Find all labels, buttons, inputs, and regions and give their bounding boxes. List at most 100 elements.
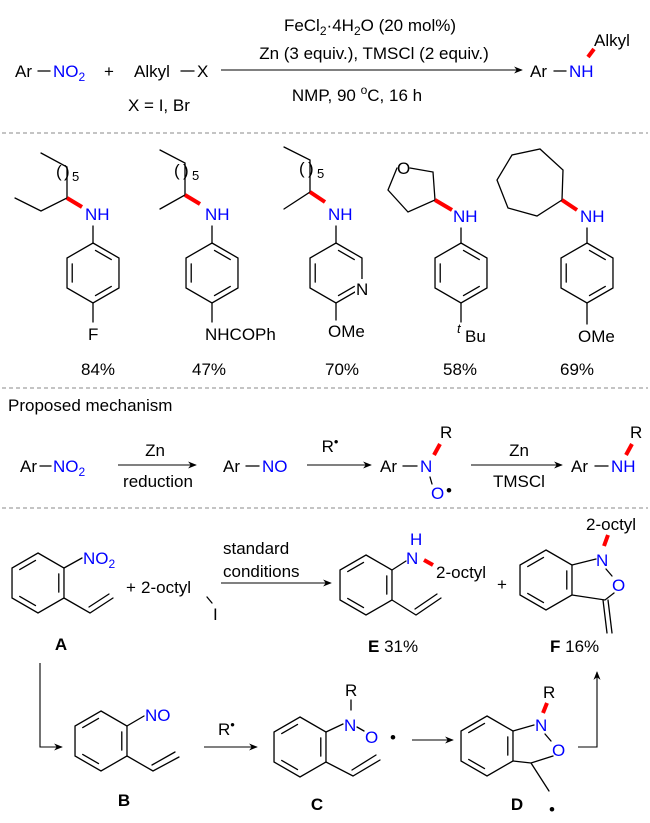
repeat-bracket-open: ( [299, 159, 305, 178]
plus-sign: + [497, 575, 507, 594]
condition-label: standard [223, 539, 289, 558]
r-group: R [440, 423, 452, 442]
repeat-bracket-open: ( [56, 162, 62, 181]
reactant-ar: Ar [15, 62, 32, 81]
r-group: R [345, 681, 357, 700]
product-nh: NH [569, 62, 594, 81]
alkyl-radical: R• [218, 717, 235, 739]
compound-d: N R O • D [460, 683, 565, 819]
reagent-label: TMSCl [493, 472, 545, 491]
repeat-count: 5 [72, 169, 79, 184]
new-cn-bond [560, 198, 579, 212]
nitrogen-label: N [406, 549, 418, 568]
new-cn-bond [433, 198, 454, 212]
compound-label: D [511, 795, 523, 814]
radical-dot: • [446, 481, 452, 500]
new-cn-bond [586, 47, 596, 59]
nh-label: NH [205, 205, 230, 224]
new-cn-bond [423, 558, 434, 567]
nh-label: NH [580, 207, 605, 226]
tetrahydrofuran-ring [387, 167, 436, 213]
compound-b: NO B [74, 706, 180, 810]
alkyl-chain [283, 146, 311, 210]
ar-label: Ar [20, 457, 37, 476]
substrate-2: ( ) 5 NH NHCOPh 47% [159, 149, 276, 379]
alkyl-label: Alkyl [134, 62, 170, 81]
pathway-arrow [578, 671, 601, 748]
repeat-count: 5 [317, 166, 324, 181]
nh-label: NH [85, 205, 110, 224]
substrate-1: ( ) 5 NH F 84% [14, 152, 120, 379]
benzene-ring [273, 716, 327, 778]
repeat-bracket-close: ) [308, 159, 314, 178]
reagent-label: Zn [509, 441, 529, 460]
benzene-ring [185, 242, 239, 304]
nitrogen-label: N [420, 457, 432, 476]
solvent-condition: NMP, 90 oC, 16 h [292, 83, 422, 105]
benzene-ring [339, 554, 393, 616]
ar-label: Ar [223, 457, 240, 476]
ring-nitrogen: N [356, 280, 368, 299]
new-cn-bond [183, 193, 202, 206]
compound-e: N H 2-octyl E 31% [339, 530, 486, 656]
radical-dot: • [390, 728, 396, 747]
yield-label: 47% [192, 360, 226, 379]
radical-clock-experiment: NO2 A + 2-octyl I standard conditions N … [11, 515, 636, 819]
benzene-ring [460, 715, 514, 777]
benzene-ring [74, 710, 128, 772]
halide-x: X [197, 62, 208, 81]
nh-label: NH [328, 205, 353, 224]
condition-label: conditions [223, 562, 300, 581]
general-scheme: Ar NO2 + Alkyl X X = I, Br FeCl2·4H2O (2… [15, 16, 630, 115]
proposed-mechanism: Proposed mechanism Ar NO2 Zn reduction A… [8, 396, 642, 503]
plus-sign: + [126, 578, 136, 597]
ring-oxygen: O [397, 159, 410, 178]
new-cn-bond [308, 190, 327, 204]
repeat-bracket-open: ( [174, 161, 180, 180]
r-group: R [630, 423, 642, 442]
compound-yield: E 31% [368, 637, 418, 656]
reagent-label: Zn [145, 441, 165, 460]
pyridine-ring [309, 242, 363, 304]
yield-label: 84% [81, 360, 115, 379]
para-substituent: OMe [328, 322, 365, 341]
cycloheptane-ring [496, 148, 564, 217]
alkyl-label: 2-octyl [436, 563, 486, 582]
compound-f: N O 2-octyl F 16% [519, 515, 636, 656]
section-title: Proposed mechanism [8, 396, 172, 415]
ar-label: Ar [380, 457, 397, 476]
new-cn-bond [602, 534, 610, 547]
substrate-5: NH OMe 69% [496, 148, 615, 379]
nitroso-group: NO [145, 706, 171, 725]
r-group: R [543, 683, 555, 702]
compound-label: B [118, 791, 130, 810]
substrate-3: ( ) 5 NH N OMe 70% [283, 146, 369, 379]
new-cn-bond [432, 443, 442, 456]
yield-label: 58% [443, 360, 477, 379]
nitrogen-label: N [596, 551, 608, 570]
compound-a: NO2 A [11, 549, 116, 654]
product-ar: Ar [530, 62, 547, 81]
compound-label: A [55, 635, 67, 654]
pathway-arrow [39, 663, 63, 751]
compound-yield: F 16% [550, 637, 599, 656]
para-substituent: OMe [578, 327, 615, 346]
benzene-ring [66, 242, 120, 304]
radical-dot: • [549, 800, 555, 819]
ar-label: Ar [571, 457, 588, 476]
tert-prefix: t [457, 321, 462, 336]
alkyl-chain [159, 149, 186, 210]
nh-label: NH [453, 207, 478, 226]
benzene-ring [434, 242, 488, 304]
plus-sign: + [104, 62, 114, 81]
yield-label: 70% [325, 360, 359, 379]
alkyl-radical: R• [322, 434, 339, 456]
nitrogen-label: N [535, 716, 547, 735]
repeat-count: 5 [192, 168, 199, 183]
nitro-group: NO2 [53, 457, 86, 479]
oxygen-label: O [612, 576, 625, 595]
new-cn-bond [65, 196, 84, 209]
product-alkyl: Alkyl [594, 31, 630, 50]
nitro-group: NO2 [83, 549, 116, 571]
